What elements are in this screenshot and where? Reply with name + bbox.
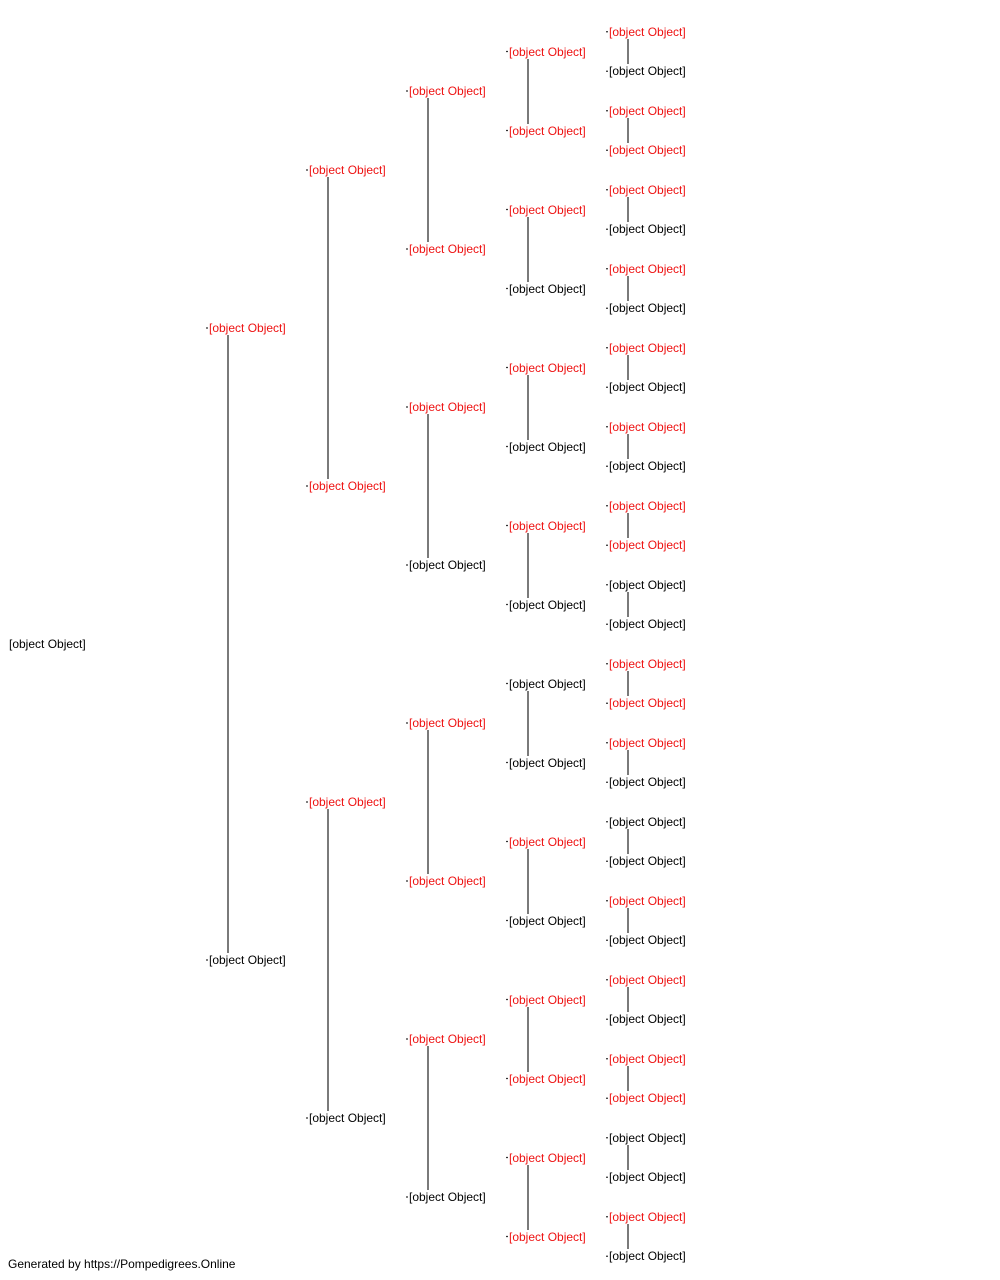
pedigree-dam-gen5: [object Object] [608, 222, 687, 237]
pedigree-dam-gen4: [object Object] [508, 123, 587, 138]
pedigree-sire-gen5: [object Object] [608, 340, 687, 355]
pedigree-subject-gen0: [object Object] [8, 637, 87, 651]
pedigree-dam-gen5: [object Object] [608, 1249, 687, 1264]
pedigree-dam-gen5: [object Object] [608, 854, 687, 869]
pedigree-dam-gen4: [object Object] [508, 281, 587, 296]
pedigree-dam-gen5: [object Object] [608, 1170, 687, 1185]
pedigree-dam-gen3: [object Object] [408, 874, 487, 888]
pedigree-sire-gen5: [object Object] [608, 972, 687, 987]
pedigree-sire-gen4: [object Object] [508, 992, 587, 1007]
pedigree-sire-gen4: [object Object] [508, 360, 587, 375]
pedigree-sire-gen3: [object Object] [408, 1032, 487, 1046]
pedigree-sire-gen5: [object Object] [608, 498, 687, 513]
pedigree-dam-gen5: [object Object] [608, 696, 687, 711]
pedigree-sire-gen5: [object Object] [608, 656, 687, 671]
pedigree-dam-gen3: [object Object] [408, 558, 487, 572]
pedigree-sire-gen5: [object Object] [608, 735, 687, 750]
pedigree-sire-gen5: [object Object] [608, 577, 687, 592]
pedigree-sire-gen5: [object Object] [608, 814, 687, 829]
pedigree-dam-gen5: [object Object] [608, 380, 687, 395]
pedigree-dam-gen5: [object Object] [608, 459, 687, 474]
pedigree-sire-gen5: [object Object] [608, 1051, 687, 1066]
pedigree-sire-gen4: [object Object] [508, 834, 587, 849]
generator-credit: Generated by https://Pompedigrees.Online [8, 1257, 236, 1271]
pedigree-sire-gen3: [object Object] [408, 400, 487, 414]
pedigree-sire-gen3: [object Object] [408, 84, 487, 98]
pedigree-dam-gen3: [object Object] [408, 242, 487, 256]
pedigree-sire-gen4: [object Object] [508, 676, 587, 691]
pedigree-sire-gen1: [object Object] [208, 321, 287, 335]
pedigree-dam-gen4: [object Object] [508, 913, 587, 928]
pedigree-dam-gen2: [object Object] [308, 1111, 387, 1125]
pedigree-sire-gen5: [object Object] [608, 893, 687, 908]
pedigree-sire-gen4: [object Object] [508, 1150, 587, 1165]
pedigree-sire-gen5: [object Object] [608, 1130, 687, 1145]
pedigree-sire-gen5: [object Object] [608, 261, 687, 276]
pedigree-sire-gen4: [object Object] [508, 518, 587, 533]
pedigree-dam-gen5: [object Object] [608, 933, 687, 948]
pedigree-dam-gen4: [object Object] [508, 439, 587, 454]
pedigree-sire-gen4: [object Object] [508, 202, 587, 217]
pedigree-sire-gen3: [object Object] [408, 716, 487, 730]
pedigree-sire-gen5: [object Object] [608, 24, 687, 39]
pedigree-dam-gen5: [object Object] [608, 617, 687, 632]
pedigree-dam-gen4: [object Object] [508, 755, 587, 770]
pedigree-dam-gen5: [object Object] [608, 301, 687, 316]
pedigree-sire-gen5: [object Object] [608, 1209, 687, 1224]
pedigree-dam-gen5: [object Object] [608, 143, 687, 158]
pedigree-dam-gen5: [object Object] [608, 538, 687, 553]
pedigree-dam-gen4: [object Object] [508, 1071, 587, 1086]
pedigree-dam-gen2: [object Object] [308, 479, 387, 493]
pedigree-dam-gen3: [object Object] [408, 1190, 487, 1204]
pedigree-dam-gen5: [object Object] [608, 1091, 687, 1106]
pedigree-sire-gen2: [object Object] [308, 163, 387, 177]
pedigree-dam-gen5: [object Object] [608, 775, 687, 790]
pedigree-sire-gen5: [object Object] [608, 103, 687, 118]
pedigree-dam-gen5: [object Object] [608, 64, 687, 79]
pedigree-sire-gen4: [object Object] [508, 44, 587, 59]
pedigree-dam-gen1: [object Object] [208, 953, 287, 967]
pedigree-sire-gen2: [object Object] [308, 795, 387, 809]
pedigree-dam-gen4: [object Object] [508, 1229, 587, 1244]
pedigree-dam-gen5: [object Object] [608, 1012, 687, 1027]
pedigree-sire-gen5: [object Object] [608, 182, 687, 197]
pedigree-dam-gen4: [object Object] [508, 597, 587, 612]
pedigree-sire-gen5: [object Object] [608, 419, 687, 434]
